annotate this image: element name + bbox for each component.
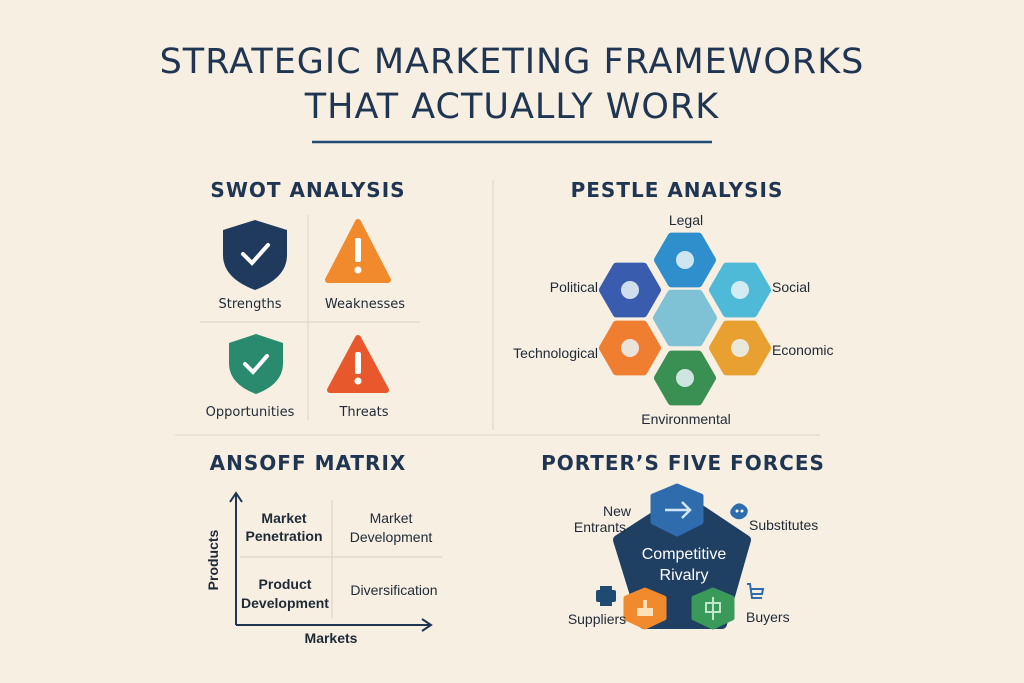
ansoff-cell-pdev-1: Product (259, 576, 312, 592)
porter-substitutes: Substitutes (749, 517, 818, 533)
title-line-2: THAT ACTUALLY WORK (304, 87, 719, 127)
porter-heading: PORTER’S FIVE FORCES (541, 451, 825, 475)
ansoff-heading: ANSOFF MATRIX (210, 451, 407, 475)
title-line-1: STRATEGIC MARKETING FRAMEWORKS (160, 42, 865, 82)
arrow-right-icon (650, 483, 704, 537)
porter-buyers: Buyers (746, 609, 790, 625)
cart-icon (747, 583, 765, 599)
ansoff-section: ANSOFF MATRIX Products Markets Market Pe… (205, 451, 442, 646)
check-shield-icon (229, 334, 283, 394)
ansoff-cell-penetration-2: Penetration (245, 528, 322, 544)
leaf-icon (676, 369, 694, 387)
substitutes-icon (730, 503, 748, 520)
pestle-label-environmental: Environmental (641, 411, 731, 427)
porter-center-2: Rivalry (660, 567, 709, 584)
tree-icon (621, 339, 639, 357)
person-icon (731, 281, 749, 299)
porter-new-entrants-1: New (603, 503, 632, 519)
porter-suppliers: Suppliers (568, 611, 626, 627)
leaf-icon (731, 339, 749, 357)
porter-center-1: Competitive (642, 546, 727, 563)
pestle-label-technological: Technological (513, 345, 598, 361)
scales-icon (621, 281, 639, 299)
check-shield-icon (223, 220, 287, 290)
ansoff-cell-mdev-1: Market (370, 510, 413, 526)
supplier-icon (623, 587, 667, 630)
porter-new-entrants-2: Entrants (574, 519, 626, 535)
swot-section: SWOT ANALYSIS Strengths Weaknesses Oppor… (200, 178, 420, 420)
warning-triangle-icon (327, 335, 389, 393)
porter-section: PORTER’S FIVE FORCES Competitive Rivalry… (541, 451, 825, 630)
pestle-center-hex (653, 289, 717, 347)
pestle-section: PESTLE ANALYSIS Legal Social Economic En… (513, 178, 833, 427)
ballot-box-icon (676, 251, 694, 269)
warning-triangle-icon (325, 219, 391, 283)
ansoff-cell-diversification: Diversification (350, 582, 437, 598)
swot-label-weaknesses: Weaknesses (325, 297, 405, 312)
ansoff-cell-penetration-1: Market (261, 510, 306, 526)
ansoff-y-label: Products (205, 529, 221, 590)
ansoff-cell-pdev-2: Development (241, 595, 329, 611)
swot-label-threats: Threats (338, 405, 388, 420)
pestle-label-economic: Economic (772, 342, 833, 358)
swot-label-strengths: Strengths (218, 297, 281, 312)
buyer-hex-icon (691, 587, 735, 630)
pestle-heading: PESTLE ANALYSIS (571, 178, 784, 202)
printer-icon (596, 586, 616, 606)
pestle-label-political: Political (550, 279, 598, 295)
ansoff-x-label: Markets (305, 630, 358, 646)
pestle-label-social: Social (772, 279, 810, 295)
pestle-label-legal: Legal (669, 212, 703, 228)
swot-label-opportunities: Opportunities (206, 405, 295, 420)
ansoff-cell-mdev-2: Development (350, 529, 433, 545)
swot-heading: SWOT ANALYSIS (210, 178, 405, 202)
